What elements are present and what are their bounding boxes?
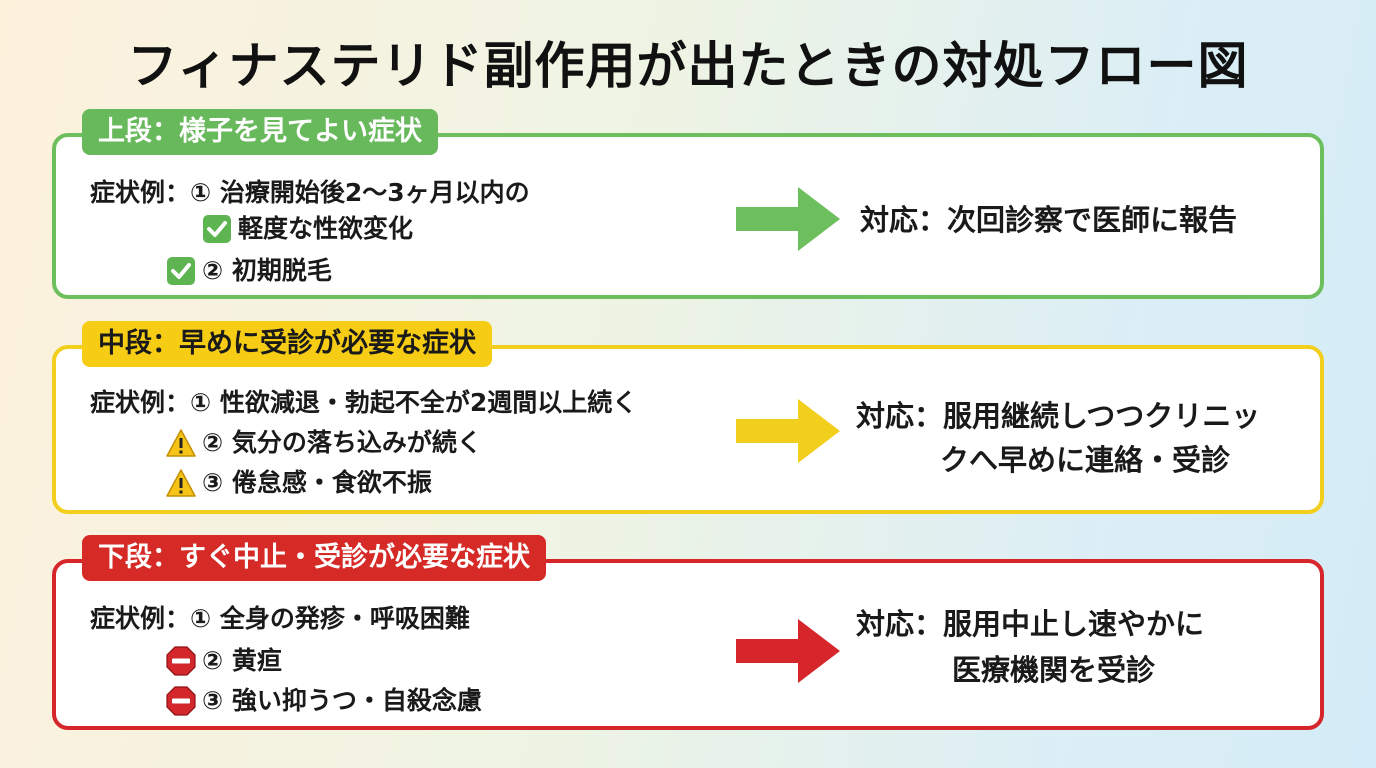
symptom-text: ③ 倦怠感・食欲不振 [202, 468, 432, 497]
response-text: 対応：次回診察で医師に報告 [860, 203, 1238, 237]
symptom-prefix: 症状例： [90, 604, 191, 633]
response-text-line-1: 対応：服用中止し速やかに [856, 607, 1205, 641]
stop-icon [166, 686, 196, 716]
section-label-observe: 上段：様子を見てよい症状 [82, 109, 438, 155]
symptom-line-3: ③ 強い抑うつ・自殺念慮 [166, 685, 482, 717]
symptom-prefix: 症状例： [90, 388, 191, 417]
symptom-line-2: ② 気分の落ち込みが続く [166, 427, 482, 459]
warning-icon [166, 428, 196, 458]
symptom-text: ② 気分の落ち込みが続く [202, 428, 482, 457]
symptom-line-3: ③ 倦怠感・食欲不振 [166, 467, 432, 499]
symptom-text: ① 性欲減退・勃起不全が2週間以上続く [190, 388, 638, 417]
symptom-prefix: 症状例： [90, 178, 191, 207]
section-consult-soon: 中段：早めに受診が必要な症状 症状例： ① 性欲減退・勃起不全が2週間以上続く … [52, 321, 1324, 514]
check-icon [202, 214, 232, 244]
symptom-line-1: 症状例： ① 治療開始後2〜3ヶ月以内の [90, 177, 530, 209]
symptom-text: ② 黄疸 [202, 646, 282, 675]
symptom-text: ② 初期脱毛 [202, 256, 332, 285]
arrow-right-icon [736, 187, 840, 251]
symptom-line-2: 軽度な性欲変化 [202, 213, 413, 245]
response-text-line-2: 医療機関を受診 [952, 653, 1156, 687]
page-title: フィナステリド副作用が出たときの対処フロー図 [127, 37, 1249, 95]
symptom-text: ① 全身の発疹・呼吸困難 [190, 604, 470, 633]
response-text-line-2: クへ早めに連絡・受診 [940, 443, 1231, 477]
response-text-line-1: 対応：服用継続しつつクリニッ [856, 399, 1261, 433]
symptom-line-1: 症状例： ① 全身の発疹・呼吸困難 [90, 603, 470, 635]
symptom-line-1: 症状例： ① 性欲減退・勃起不全が2週間以上続く [90, 387, 637, 419]
section-label-stop-immediately: 下段：すぐ中止・受診が必要な症状 [82, 535, 546, 581]
arrow-right-icon [736, 399, 840, 463]
stop-icon [166, 646, 196, 676]
symptom-text: 軽度な性欲変化 [238, 214, 414, 243]
section-stop-immediately: 下段：すぐ中止・受診が必要な症状 症状例： ① 全身の発疹・呼吸困難 ② 黄疸 … [52, 535, 1324, 730]
symptom-text: ① 治療開始後2〜3ヶ月以内の [190, 178, 530, 207]
section-label-consult-soon: 中段：早めに受診が必要な症状 [82, 321, 492, 367]
warning-icon [166, 468, 196, 498]
section-observe: 上段：様子を見てよい症状 症状例： ① 治療開始後2〜3ヶ月以内の 軽度な性欲変… [52, 109, 1324, 299]
symptom-line-3: ② 初期脱毛 [166, 255, 332, 287]
symptom-line-2: ② 黄疸 [166, 645, 282, 677]
arrow-right-icon [736, 619, 840, 683]
check-icon [166, 256, 196, 286]
symptom-text: ③ 強い抑うつ・自殺念慮 [202, 686, 482, 715]
